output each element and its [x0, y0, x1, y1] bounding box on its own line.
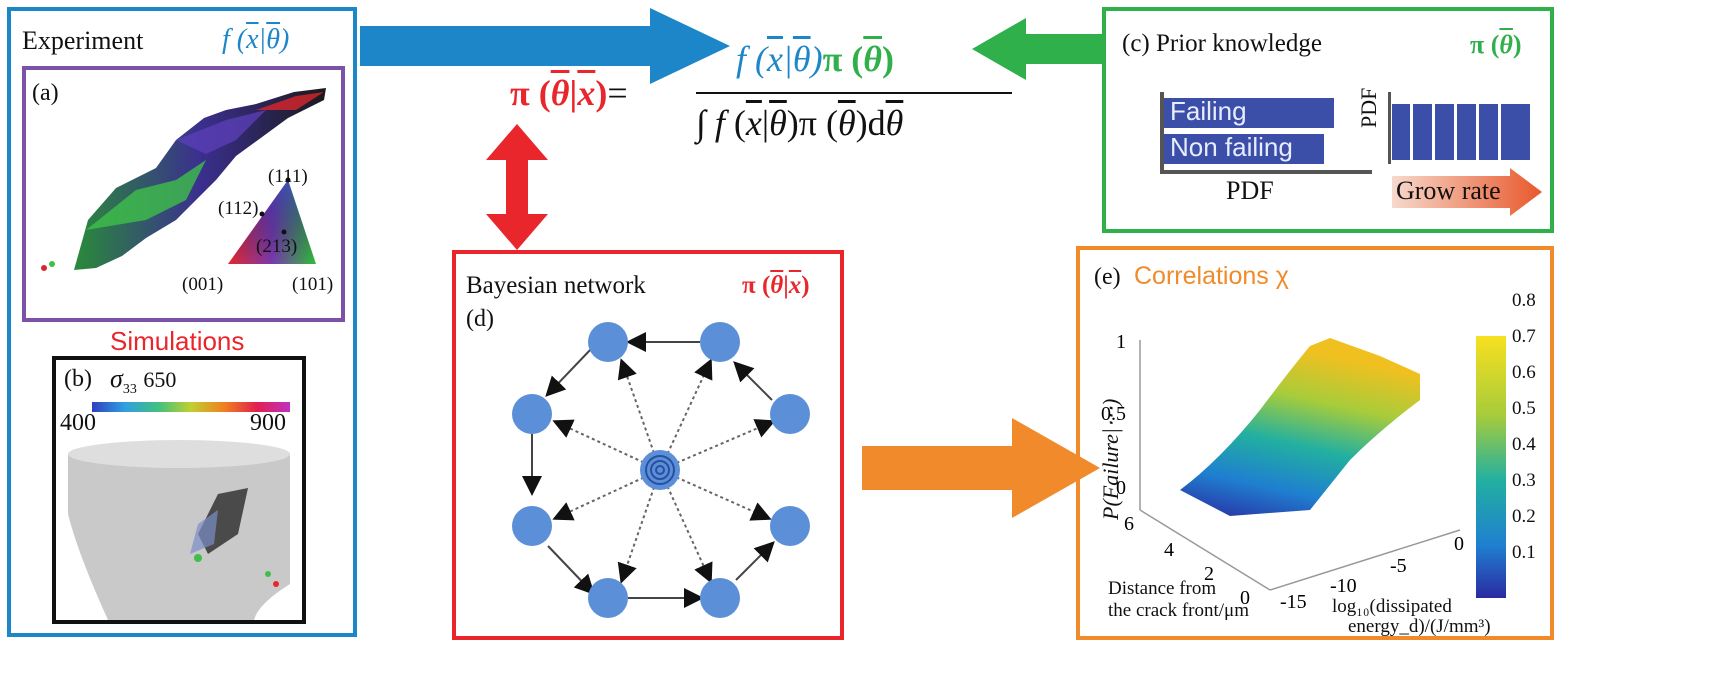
correlations-ylabel-line2: energy_d)/(J/mm³) — [1348, 616, 1491, 637]
svg-text:-10: -10 — [1330, 575, 1357, 597]
correlations-xlabel-line2: the crack front/μm — [1108, 600, 1250, 621]
panel-b — [52, 356, 306, 624]
cbar-tick-0.1: 0.1 — [1512, 542, 1536, 563]
simulation-volume-image — [68, 440, 290, 620]
stress-colorbar-min: 400 — [60, 410, 96, 436]
formula-denominator: ∫ f (x|θ)π (θ)dθ — [696, 103, 904, 143]
grow-rate-arrow — [1392, 168, 1542, 216]
panel-b-tag: (b) — [64, 366, 92, 392]
correlations-panel — [1076, 246, 1554, 640]
ipf-label-112: (112) — [218, 198, 259, 219]
correlation-surface-plot: 1 0.5 0 6 4 2 0 -15 -10 -5 0 — [1101, 331, 1506, 613]
svg-text:1: 1 — [1116, 331, 1126, 353]
experiment-title: Experiment — [22, 26, 144, 55]
panel-a — [22, 66, 345, 322]
prior-formula: π (θ) — [1470, 30, 1522, 59]
network-title: Bayesian network — [466, 272, 646, 299]
svg-text:-15: -15 — [1280, 591, 1307, 613]
prior-bar-failing — [1164, 98, 1334, 128]
prior-panel — [1102, 7, 1554, 233]
cbar-tick-0.7: 0.7 — [1512, 326, 1536, 347]
fracture-surface-image — [41, 88, 326, 271]
cbar-tick-0.2: 0.2 — [1512, 506, 1536, 527]
svg-text:4: 4 — [1164, 539, 1174, 561]
cbar-tick-0.6: 0.6 — [1512, 362, 1536, 383]
svg-text:2: 2 — [1204, 563, 1214, 585]
prior-uniform-pdf — [1392, 104, 1530, 160]
svg-text:0: 0 — [1116, 477, 1126, 499]
formula-fraction-bar — [696, 92, 1012, 94]
bayesian-network-graph — [512, 322, 810, 618]
simulations-label: Simulations — [110, 326, 245, 356]
formula-network-double-arrow — [486, 124, 548, 250]
svg-text:0: 0 — [1454, 533, 1464, 555]
experiment-panel — [7, 7, 357, 637]
prior-uniform-axis — [1388, 92, 1391, 164]
ipf-label-101: (101) — [292, 274, 334, 295]
correlations-xlabel-line1: Distance from — [1108, 578, 1217, 599]
prior-bar-axis — [1160, 170, 1372, 174]
panel-a-tag: (a) — [32, 80, 59, 106]
experiment-formula: f (x|θ) — [222, 24, 290, 55]
correlations-tag: (e) — [1094, 264, 1121, 290]
cbar-tick-0.5: 0.5 — [1512, 398, 1536, 419]
network-formula: π (θ|x) — [742, 272, 810, 299]
correlations-zlabel: P(Failure|⋯) — [1098, 398, 1123, 520]
network-panel — [452, 250, 844, 640]
prior-bar-nonfailing-label: Non failing — [1170, 132, 1293, 162]
network-to-correlations-arrow — [862, 418, 1100, 518]
formula-numerator: f (x|θ)π (θ) — [736, 39, 894, 79]
prior-title: (c) Prior knowledge — [1122, 30, 1322, 57]
panel-b-sigma: σ33 650 — [110, 364, 177, 398]
prior-bar-failing-label: Failing — [1170, 96, 1247, 126]
prior-xlabel: PDF — [1226, 176, 1274, 205]
network-tag: (d) — [466, 306, 494, 332]
cbar-tick-0.8: 0.8 — [1512, 290, 1536, 311]
grow-rate-label: Grow rate — [1396, 176, 1501, 205]
stress-colorbar — [92, 402, 290, 412]
svg-text:0: 0 — [1240, 587, 1250, 609]
correlations-title: Correlations χ — [1134, 262, 1289, 290]
formula-lhs: π (θ|x)= — [510, 73, 628, 113]
correlations-ylabel-line1: log₁₀(dissipated — [1332, 596, 1452, 617]
ipf-label-001: (001) — [182, 274, 224, 295]
svg-text:0.5: 0.5 — [1101, 403, 1126, 425]
prior-bar-nonfailing — [1164, 134, 1324, 164]
svg-text:-5: -5 — [1390, 555, 1407, 577]
cbar-tick-0.4: 0.4 — [1512, 434, 1536, 455]
svg-text:6: 6 — [1124, 513, 1134, 535]
prior-to-formula-arrow — [972, 18, 1104, 80]
experiment-to-formula-arrow — [360, 8, 730, 84]
ipf-label-213: (213) — [256, 236, 298, 257]
prior-ylabel: PDF — [1356, 87, 1381, 128]
stress-colorbar-max: 900 — [250, 410, 286, 436]
prior-bar-vaxis — [1160, 92, 1164, 174]
ipf-label-111: (111) — [268, 166, 308, 187]
cbar-tick-0.3: 0.3 — [1512, 470, 1536, 491]
